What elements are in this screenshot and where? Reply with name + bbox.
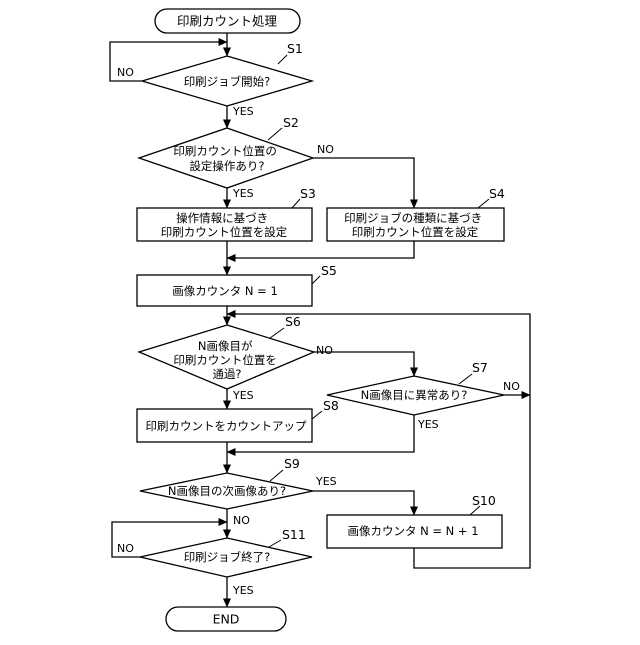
s9-text: N画像目の次画像あり? [168,484,286,498]
s10-text: 画像カウンタ N = N + 1 [347,524,478,538]
flow-s2-no [313,158,414,208]
s9-yes-label: YES [315,475,337,488]
s9-no-label: NO [233,514,250,527]
s11-leader [269,540,281,547]
s2-no-label: NO [317,143,334,156]
s11-id: S11 [282,527,306,542]
s7-leader [459,374,472,384]
s1-leader [278,55,287,64]
s8-leader [312,411,322,419]
s3-text: 操作情報に基づき 印刷カウント位置を設定 [161,211,288,239]
s7-no-label: NO [503,380,520,393]
s7-text: N画像目に異常あり? [361,388,468,402]
s2-yes-label: YES [232,187,254,200]
s5-leader [312,276,320,284]
s2-text: 印刷カウント位置の 設定操作あり? [173,144,280,173]
s5-id: S5 [321,263,337,278]
s2-decision [139,128,313,188]
s10-id: S10 [472,493,496,508]
s11-no-label: NO [117,542,134,555]
s6-no-label: NO [316,344,333,357]
s8-text: 印刷カウントをカウントアップ [146,419,307,433]
end-label: END [213,612,240,627]
s8-id: S8 [323,398,339,413]
s6-yes-label: YES [232,389,254,402]
s4-leader [478,199,489,208]
s6-leader [270,328,284,338]
flow-s9-yes [313,491,414,515]
s9-leader [270,470,283,481]
flow-s4-to-merge [227,241,414,258]
s4-text: 印刷ジョブの種類に基づき 印刷カウント位置を設定 [344,211,486,239]
s7-id: S7 [472,360,488,375]
s4-id: S4 [489,186,505,201]
s3-leader [292,199,300,208]
s9-id: S9 [284,456,300,471]
s2-leader [268,128,282,140]
s11-text: 印刷ジョブ終了? [184,550,271,564]
s3-id: S3 [300,186,316,201]
s2-id: S2 [283,115,299,130]
s11-yes-label: YES [232,584,254,597]
s1-yes-label: YES [232,105,254,118]
s6-id: S6 [285,314,301,329]
s1-id: S1 [287,41,303,56]
s5-text: 画像カウンタ N = 1 [172,284,278,298]
start-label: 印刷カウント処理 [177,14,278,29]
s1-no-label: NO [117,66,134,79]
s7-yes-label: YES [417,418,439,431]
s1-text: 印刷ジョブ開始? [184,75,271,89]
